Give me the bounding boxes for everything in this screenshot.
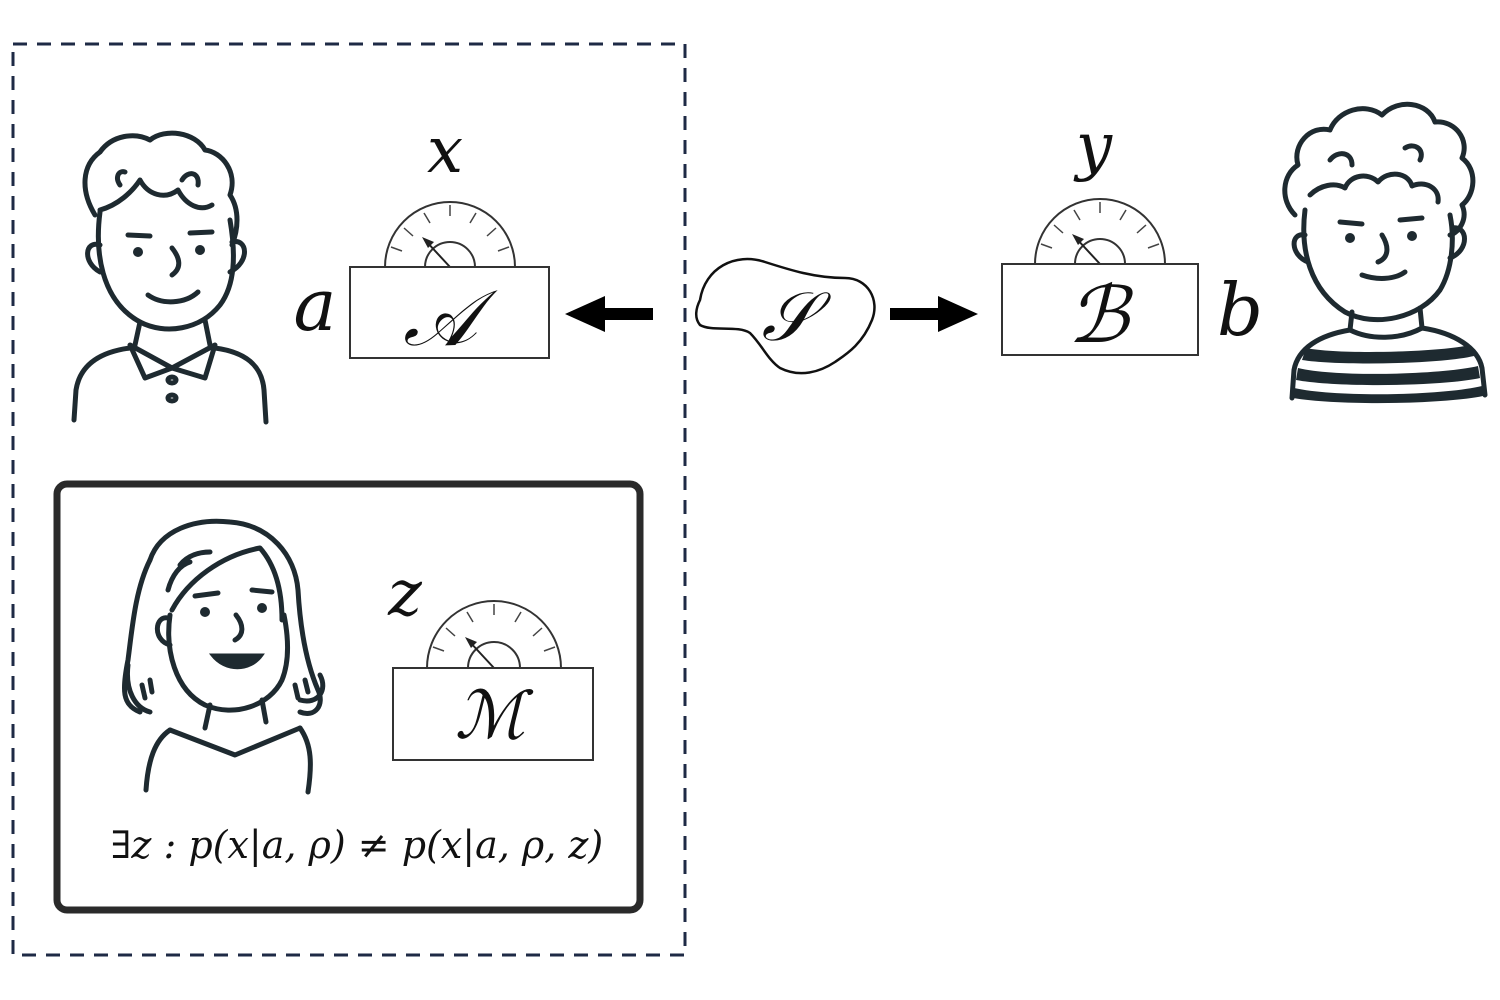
source-blob: [695, 257, 876, 375]
monitor-panel: [53, 480, 644, 914]
alice-measurement-device: [349, 201, 550, 359]
condition-formula: ∃z : p(x|a, ρ) ≠ p(x|a, ρ, z): [111, 823, 604, 867]
alice-dial-ticks: [390, 205, 510, 252]
girl-avatar-icon: [121, 518, 326, 795]
boy-avatar-icon: [71, 130, 269, 425]
arrow-to-bob: [890, 296, 978, 332]
bob-device-label: ℬ: [1067, 271, 1133, 361]
lab-boundary-dashed: [11, 42, 687, 957]
bob-measurement-device: [1001, 198, 1199, 356]
monitor-measurement-device: [392, 600, 594, 761]
bob-dial-ticks: [1040, 202, 1160, 249]
monitor-output-label: z: [387, 557, 423, 631]
alice-input-label: a: [294, 263, 337, 347]
monitor-dial-ticks: [432, 604, 556, 652]
bob-input-label: b: [1217, 268, 1263, 352]
alice-output-label: x: [427, 114, 463, 188]
arrow-to-alice: [565, 296, 653, 332]
curly-hair-avatar-icon: [1282, 101, 1488, 404]
monitor-device-label: ℳ: [455, 677, 534, 754]
bob-output-label: y: [1073, 110, 1113, 184]
